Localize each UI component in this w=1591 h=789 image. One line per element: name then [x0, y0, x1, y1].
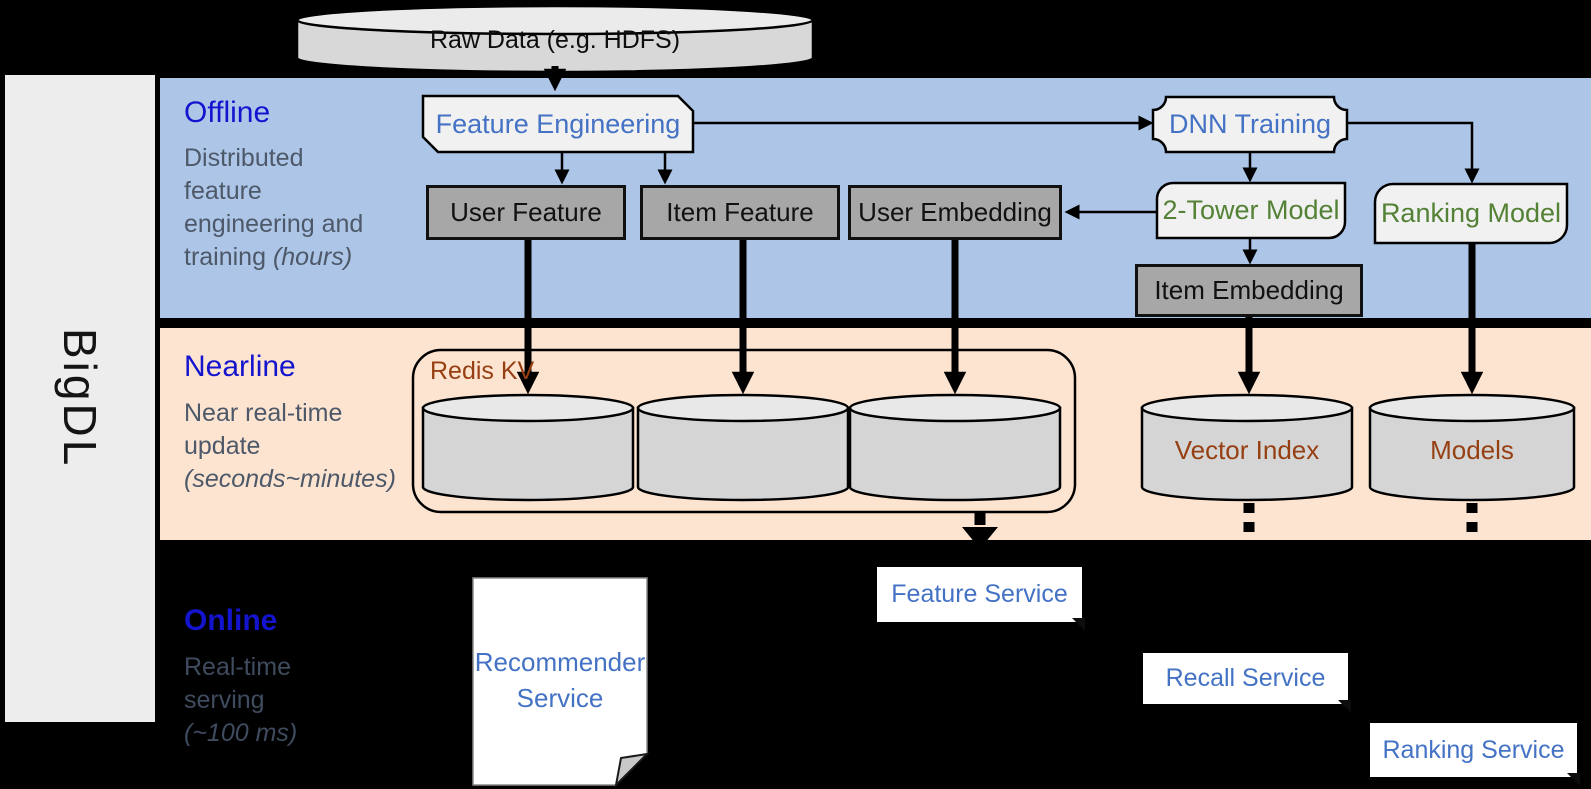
dnn-training-shape: [1151, 95, 1349, 154]
recommender-service-folded-corner: [614, 752, 650, 788]
nearline-band-title: Nearline: [184, 350, 296, 383]
raw-data-label: Raw Data (e.g. HDFS): [429, 25, 681, 54]
folded-corner-icon: [1567, 773, 1580, 786]
dashed-redis-to-feature-service: [962, 511, 998, 549]
db-cylinder-2: [636, 393, 850, 502]
models-cylinder: [1368, 393, 1576, 502]
item-embedding-node: Item Embedding: [1135, 264, 1363, 317]
offline-band-description: Distributed feature engineering and trai…: [184, 144, 364, 271]
user-embedding-node: User Embedding: [848, 185, 1062, 240]
online-band-description: Real-time serving (~100 ms): [184, 653, 298, 747]
recall-service-node: Recall Service: [1143, 653, 1351, 713]
nearline-band-description: Near real-time update (seconds~minutes): [184, 399, 396, 493]
dnn-training-node: DNN Training: [1168, 109, 1332, 139]
raw-data-cylinder-top: [295, 4, 815, 36]
folded-corner-icon: [1338, 700, 1351, 713]
offline-band-title: Offline: [184, 96, 271, 129]
feature-engineering-shape: [421, 94, 695, 154]
brand-logo: BigDL: [54, 328, 106, 469]
recommender-service-label: Recommender Service: [474, 647, 646, 713]
db-cylinder-1: [421, 393, 635, 502]
folded-corner-icon: [1072, 618, 1085, 631]
feature-service-node: Feature Service: [877, 567, 1085, 631]
sidebar: BigDL: [5, 75, 155, 722]
arrow-dnn-to-ranking-model: [1347, 121, 1480, 184]
feature-engineering-node: Feature Engineering: [435, 108, 681, 139]
models-label: Models: [1430, 434, 1514, 465]
item-feature-node: Item Feature: [640, 185, 840, 240]
two-tower-model-shape: [1155, 181, 1347, 240]
ranking-model-shape: [1373, 182, 1569, 245]
ranking-service-node: Ranking Service: [1370, 723, 1580, 786]
vector-index-cylinder: [1140, 393, 1354, 502]
db-cylinder-3: [848, 393, 1062, 502]
ranking-model-node: Ranking Model: [1380, 198, 1562, 228]
vector-index-label: Vector Index: [1174, 434, 1320, 465]
online-band-title: Online: [184, 604, 278, 637]
redis-kv-label: Redis KV: [430, 357, 535, 385]
user-feature-node: User Feature: [426, 185, 626, 240]
two-tower-model-node: 2-Tower Model: [1162, 195, 1340, 225]
